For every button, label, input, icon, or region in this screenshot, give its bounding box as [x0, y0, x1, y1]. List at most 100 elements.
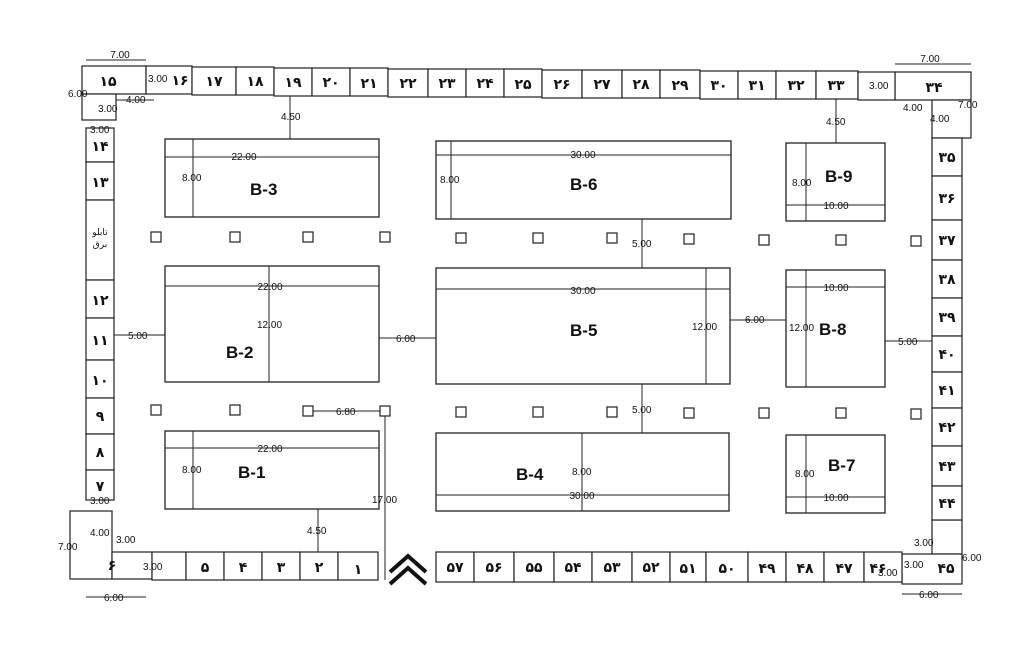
- stall-25: [503, 68, 543, 98]
- stall-number: ۵۶: [485, 560, 502, 576]
- stall-number: ۳۰: [710, 78, 727, 94]
- dim-label: 5.00: [632, 239, 652, 250]
- block-b9-depth: 8.00: [792, 178, 812, 189]
- dim-label: 6.00: [745, 315, 765, 326]
- dim-label: 5.00: [632, 405, 652, 416]
- stall-number: ۷: [96, 479, 105, 495]
- dim-label: 7.00: [920, 54, 940, 65]
- stall-number: ۱: [354, 562, 363, 578]
- stall-number: ۵۵: [525, 560, 543, 576]
- stall-number: ۴۲: [938, 420, 956, 436]
- stall-18: [235, 66, 275, 96]
- panel-label-line1: تابلو: [91, 228, 108, 238]
- stall-12: [85, 279, 115, 319]
- block-b3: 22.00 8.00 B-3: [164, 138, 380, 218]
- stall-number: ۱۱: [91, 333, 108, 349]
- block-b9-label: B-9: [825, 167, 852, 186]
- stall-number: ۱۷: [205, 74, 223, 90]
- stall-6-corner: [69, 510, 113, 580]
- stall-29: [659, 69, 701, 99]
- dim-label: 3.00: [143, 562, 163, 573]
- block-b9-width: 10.00: [823, 201, 848, 212]
- stall-number: ۴۳: [938, 459, 956, 475]
- dim-label: 3.00: [148, 74, 168, 85]
- block-b2-width: 22.00: [257, 282, 282, 293]
- dim-label: 7.00: [958, 100, 978, 111]
- stall-47: [823, 551, 865, 583]
- stall-7: [85, 469, 115, 501]
- dim-label: 3.00: [116, 535, 136, 546]
- dim-label: 4.00: [930, 114, 950, 125]
- dim-label: 17.00: [372, 495, 397, 506]
- stall-45-corner-lower: [901, 553, 963, 585]
- stall-3: [261, 551, 301, 581]
- left-stall-column: [85, 127, 115, 501]
- block-b5-width: 30.00: [570, 286, 595, 297]
- stall-20: [311, 67, 351, 97]
- stall-35: [931, 137, 963, 177]
- stall-45-corner: [931, 519, 963, 555]
- stall-44: [931, 485, 963, 521]
- stall-number: ۵۴: [564, 560, 582, 576]
- stall-28: [621, 69, 661, 99]
- block-b7-depth: 8.00: [795, 469, 815, 480]
- dimension-lines: 7.00 6.00 3.00 3.00 4.00 3.00 7.00 7.00 …: [58, 50, 982, 604]
- stall-48: [785, 551, 825, 583]
- stall-42: [931, 407, 963, 447]
- stall-number: ۲: [315, 560, 324, 576]
- stall-number: ۱۳: [91, 175, 109, 191]
- block-b7: 10.00 8.00 B-7: [785, 434, 886, 514]
- stall-52: [631, 551, 671, 583]
- stall-22: [387, 68, 429, 98]
- dim-label: 4.50: [826, 117, 846, 128]
- entrance-chevron-icon: [388, 553, 428, 586]
- stall-number: ۲۷: [593, 77, 611, 93]
- stall-56: [473, 551, 515, 583]
- dim-label: 3.00: [90, 125, 110, 136]
- stall-5: [185, 551, 225, 581]
- stall-number: ۲۸: [632, 77, 650, 93]
- block-b8: 10.00 12.00 B-8: [785, 269, 886, 388]
- stall-numbers: ۱۵ ۱۶ ۱۷ ۱۸ ۱۹ ۲۰ ۲۱ ۲۲ ۲۳ ۲۴ ۲۵ ۲۶ ۲۷ ۲…: [91, 73, 956, 578]
- stall-54: [553, 551, 593, 583]
- stall-36: [931, 175, 963, 221]
- stall-number: ۳۹: [938, 310, 956, 326]
- stall-number: ۵۰: [718, 561, 735, 577]
- dim-label: 3.00: [869, 81, 889, 92]
- stall-number: ۱۹: [284, 75, 302, 91]
- block-b3-depth: 8.00: [182, 173, 202, 184]
- stall-number: ۵۷: [446, 560, 464, 576]
- block-b6-label: B-6: [570, 175, 597, 194]
- stall-53: [591, 551, 633, 583]
- stall-number: ۸: [96, 445, 105, 461]
- dim-label: 3.00: [904, 560, 924, 571]
- stall-number: ۲۶: [553, 77, 570, 93]
- column-markers: [150, 231, 922, 420]
- stall-number: ۴۱: [938, 383, 955, 399]
- stall-number: ۴۸: [796, 561, 814, 577]
- block-b5-label: B-5: [570, 321, 597, 340]
- stall-number: ۱۶: [171, 73, 188, 89]
- dim-label: 5.00: [898, 337, 918, 348]
- block-b1-depth: 8.00: [182, 465, 202, 476]
- stall-number: ۲۵: [514, 77, 532, 93]
- stall-number: ۱۰: [91, 373, 108, 389]
- dim-label: 6.00: [396, 334, 416, 345]
- stall-number: ۱۸: [246, 74, 264, 90]
- block-b3-label: B-3: [250, 180, 277, 199]
- stall-6-corner-lower: [111, 551, 153, 580]
- block-b4-width: 30.00: [569, 491, 594, 502]
- stall-number: ۴۵: [937, 561, 955, 577]
- dim-label: 3.00: [90, 496, 110, 507]
- block-b4-depth: 8.00: [572, 467, 592, 478]
- stall-number: ۲۴: [476, 76, 494, 92]
- stall-number: ۳۲: [787, 78, 805, 94]
- stall-30: [699, 70, 739, 100]
- stall-number: ۴۴: [938, 496, 956, 512]
- stall-55: [513, 551, 555, 583]
- stall-15-corner: [81, 65, 147, 95]
- stall-49: [747, 551, 787, 583]
- dim-label: 6.00: [68, 89, 88, 100]
- block-b8-depth: 12.00: [789, 323, 814, 334]
- block-b3-width: 22.00: [231, 152, 256, 163]
